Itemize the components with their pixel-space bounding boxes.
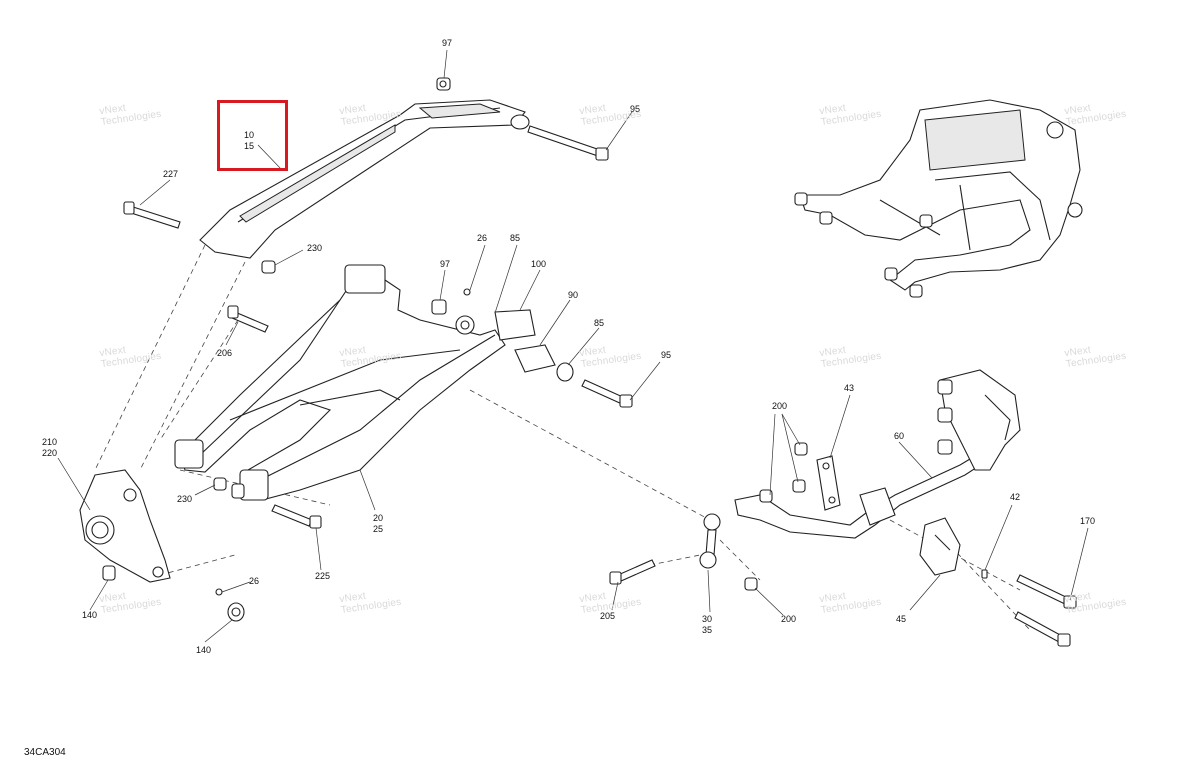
callout-20-25: 20 25: [373, 513, 384, 534]
callout-26-upper: 26: [477, 233, 488, 243]
bolts-170: [1014, 574, 1077, 647]
callout-43: 43: [844, 383, 855, 393]
link-rod-30-35: [699, 513, 721, 569]
callout-170: 170: [1080, 516, 1096, 526]
bolt-225: [271, 504, 322, 529]
callout-15: 15: [244, 141, 255, 151]
callout-10: 10: [244, 130, 255, 140]
callout-200-lower: 200: [781, 614, 797, 624]
callout-230-upper: 230: [307, 243, 323, 253]
bushing-clamp-45: [919, 517, 961, 576]
callout-95-lower: 95: [661, 350, 672, 360]
callout-42: 42: [1010, 492, 1021, 502]
lower-a-arm: [174, 264, 506, 501]
callout-206: 206: [217, 348, 233, 358]
bushing-set: [431, 288, 574, 382]
diagram-reference-id: 34CA304: [24, 747, 66, 758]
callout-85-upper: 85: [510, 233, 521, 243]
nut-230-upper: [261, 260, 276, 274]
nut-140: [102, 565, 245, 622]
assembly-overview: [794, 99, 1083, 298]
callout-26-lower: 26: [249, 576, 260, 586]
callout-205: 205: [600, 611, 616, 621]
callout-30-35: 30 35: [702, 614, 713, 635]
bolt-95-upper: [527, 125, 609, 161]
nut-97-upper: [436, 77, 451, 91]
highlight-box: [217, 100, 288, 171]
callout-140-bottom: 140: [196, 645, 212, 655]
callout-200-upper: 200: [772, 401, 788, 411]
upper-a-arm: [199, 99, 530, 259]
knuckle: [79, 469, 171, 583]
callout-97-lower: 97: [440, 259, 451, 269]
pin-42: [981, 569, 988, 579]
callout-97-upper: 97: [442, 38, 453, 48]
callout-225: 225: [315, 571, 331, 581]
nuts-200: [744, 442, 808, 591]
callout-210-220: 210 220: [42, 437, 58, 458]
sway-bar-assembly: [734, 369, 1021, 539]
callout-100: 100: [531, 259, 547, 269]
bolt-205: [609, 559, 656, 585]
bolt-95-lower: [581, 379, 633, 408]
link-43: [816, 455, 841, 511]
callout-85-lower: 85: [594, 318, 605, 328]
bolt-227: [123, 201, 181, 229]
callout-230-lower: 230: [177, 494, 193, 504]
callout-95-upper: 95: [630, 104, 641, 114]
callout-140-left: 140: [82, 610, 98, 620]
leader-lines: [57, 49, 1089, 643]
callout-45: 45: [896, 614, 907, 624]
callout-60: 60: [894, 431, 905, 441]
nut-230-lower: [213, 477, 245, 499]
callout-90: 90: [568, 290, 579, 300]
callout-227: 227: [163, 169, 179, 179]
callout-10-15: 10 15: [244, 130, 254, 152]
bolt-206: [227, 305, 269, 333]
